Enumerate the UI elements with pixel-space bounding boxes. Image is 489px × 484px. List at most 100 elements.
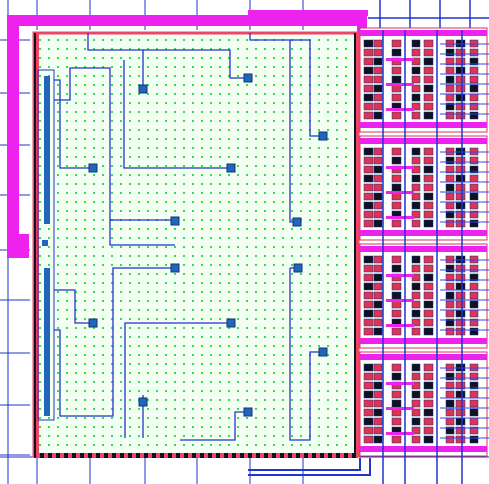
standard-cell-icon xyxy=(455,156,466,165)
standard-cell-icon xyxy=(391,201,402,210)
standard-cell-icon xyxy=(445,264,455,273)
standard-cell-icon xyxy=(363,399,374,408)
top-right-routing xyxy=(368,0,489,30)
standard-cell-icon xyxy=(469,435,479,444)
standard-cell-icon xyxy=(411,381,421,390)
standard-cell-icon xyxy=(469,300,479,309)
via-square-icon xyxy=(170,216,180,226)
standard-cell-icon xyxy=(363,282,374,291)
standard-cell-icon xyxy=(445,156,455,165)
standard-cell-icon xyxy=(391,111,402,120)
standard-cell-icon xyxy=(373,291,383,300)
standard-cell-icon xyxy=(469,192,479,201)
standard-cell-icon xyxy=(373,381,383,390)
standard-cell-icon xyxy=(455,75,466,84)
bank-power-strip xyxy=(360,122,487,128)
standard-cell-icon xyxy=(469,210,479,219)
standard-cell-icon xyxy=(445,327,455,336)
standard-cell-icon xyxy=(445,408,455,417)
standard-cell-icon xyxy=(373,255,383,264)
standard-cell-icon xyxy=(391,264,402,273)
standard-cell-icon xyxy=(469,282,479,291)
standard-cell-icon xyxy=(363,372,374,381)
standard-cell-icon xyxy=(423,363,434,372)
standard-cell-icon xyxy=(391,309,402,318)
bank-connector xyxy=(386,432,414,435)
bank-connector xyxy=(386,382,414,385)
standard-cell-icon xyxy=(445,273,455,282)
standard-cell-icon xyxy=(411,264,421,273)
standard-cell-icon xyxy=(411,390,421,399)
standard-cell-icon xyxy=(423,210,434,219)
standard-cell-icon xyxy=(423,84,434,93)
bank-connector xyxy=(386,274,414,277)
via-square-icon xyxy=(318,347,328,357)
standard-cell-icon xyxy=(469,201,479,210)
standard-cell-icon xyxy=(469,102,479,111)
standard-cell-icon xyxy=(391,174,402,183)
standard-cell-icon xyxy=(373,210,383,219)
standard-cell-icon xyxy=(391,399,402,408)
standard-cell-icon xyxy=(423,75,434,84)
standard-cell-icon xyxy=(373,201,383,210)
standard-cell-icon xyxy=(423,219,434,228)
standard-cell-icon xyxy=(455,327,466,336)
standard-cell-icon xyxy=(469,165,479,174)
standard-cell-icon xyxy=(423,309,434,318)
standard-cell-icon xyxy=(363,264,374,273)
standard-cell-icon xyxy=(455,399,466,408)
standard-cell-icon xyxy=(455,372,466,381)
standard-cell-icon xyxy=(411,363,421,372)
standard-cell-icon xyxy=(423,399,434,408)
standard-cell-icon xyxy=(391,147,402,156)
standard-cell-icon xyxy=(423,174,434,183)
standard-cell-icon xyxy=(373,156,383,165)
standard-cell-icon xyxy=(469,426,479,435)
standard-cell-icon xyxy=(373,147,383,156)
standard-cell-icon xyxy=(411,435,421,444)
standard-cell-icon xyxy=(373,192,383,201)
standard-cell-icon xyxy=(455,111,466,120)
standard-cell-icon xyxy=(391,291,402,300)
standard-cell-icon xyxy=(423,192,434,201)
standard-cell-icon xyxy=(391,48,402,57)
standard-cell-icon xyxy=(423,156,434,165)
standard-cell-icon xyxy=(373,300,383,309)
standard-cell-icon xyxy=(411,372,421,381)
standard-cell-icon xyxy=(455,291,466,300)
standard-cell-icon xyxy=(455,417,466,426)
standard-cell-icon xyxy=(423,66,434,75)
standard-cell-icon xyxy=(411,309,421,318)
standard-cell-icon xyxy=(423,381,434,390)
standard-cell-icon xyxy=(469,390,479,399)
standard-cell-icon xyxy=(373,390,383,399)
standard-cell-icon xyxy=(423,273,434,282)
standard-cell-icon xyxy=(363,309,374,318)
via-square-icon xyxy=(88,318,98,328)
bank-power-strip xyxy=(360,446,487,452)
standard-cell-icon xyxy=(411,192,421,201)
standard-cell-icon xyxy=(363,57,374,66)
standard-cell-icon xyxy=(445,102,455,111)
standard-cell-icon xyxy=(363,291,374,300)
standard-cell-icon xyxy=(411,93,421,102)
standard-cell-icon xyxy=(411,84,421,93)
standard-cell-icon xyxy=(373,84,383,93)
bank-connector xyxy=(386,83,414,86)
standard-cell-icon xyxy=(411,147,421,156)
standard-cell-icon xyxy=(373,75,383,84)
standard-cell-icon xyxy=(455,93,466,102)
standard-cell-icon xyxy=(445,318,455,327)
standard-cell-icon xyxy=(411,300,421,309)
standard-cell-icon xyxy=(469,66,479,75)
standard-cell-icon xyxy=(373,372,383,381)
bank-power-strip xyxy=(360,230,487,236)
standard-cell-icon xyxy=(391,372,402,381)
standard-cell-icon xyxy=(391,282,402,291)
standard-cell-icon xyxy=(445,417,455,426)
standard-cell-icon xyxy=(469,264,479,273)
standard-cell-icon xyxy=(373,282,383,291)
standard-cell-icon xyxy=(391,93,402,102)
standard-cell-icon xyxy=(455,426,466,435)
standard-cell-icon xyxy=(455,192,466,201)
